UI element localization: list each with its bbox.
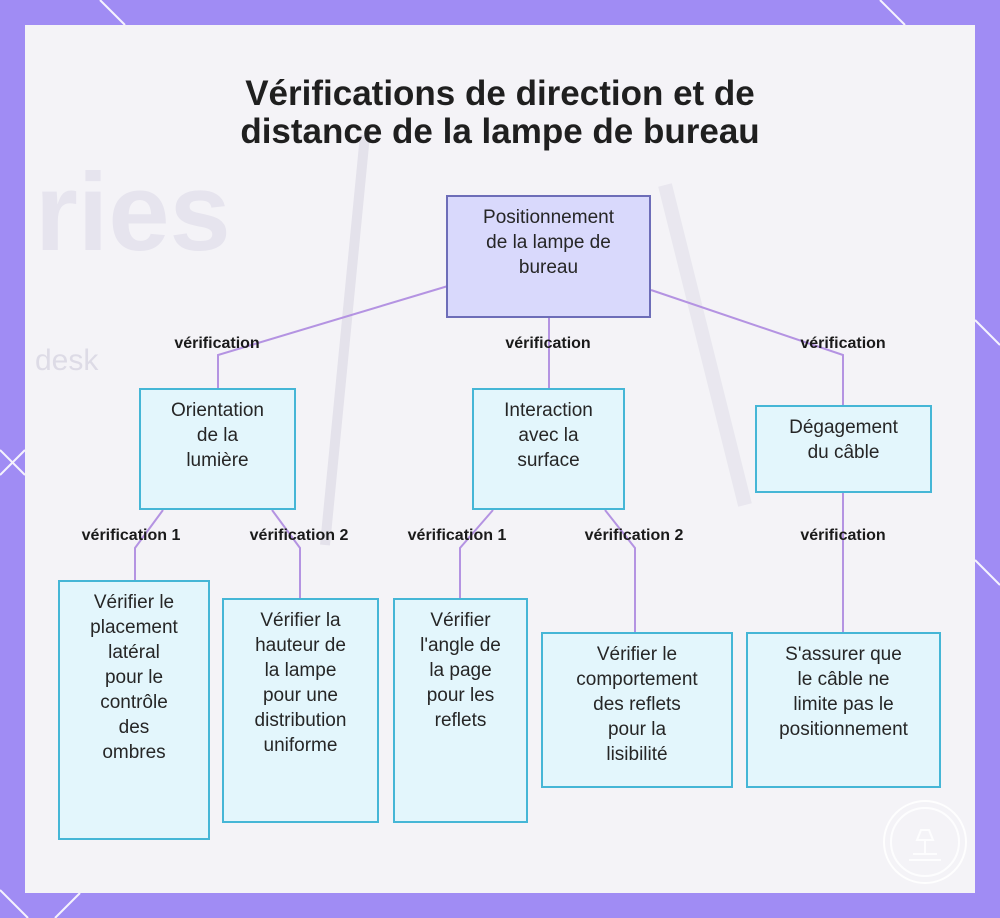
edge-orientation-hauteur (271, 509, 301, 598)
edge-label-interaction-reflets: vérification 2 (584, 527, 684, 544)
edge-label-root-orientation: vérification (174, 335, 260, 352)
leaf-reflets: Vérifier le comportement des reflets pou… (541, 632, 733, 788)
node-interaction: Interaction avec la surface (472, 388, 625, 510)
leaf-placement-label: Vérifier le placement latéral pour le co… (90, 592, 178, 763)
node-orientation-label: Orientation de la lumière (171, 400, 264, 471)
edge-label-root-degagement: vérification (800, 335, 886, 352)
edge-label-orientation-placement: vérification 1 (81, 527, 181, 544)
edge-root-degagement (650, 289, 844, 405)
root-node-label: Positionnement de la lampe de bureau (483, 207, 614, 278)
leaf-hauteur: Vérifier la hauteur de la lampe pour une… (222, 598, 379, 823)
node-degagement-label: Dégagement du câble (789, 417, 898, 463)
background-word-small: desk (35, 344, 99, 377)
edge-orientation-placement (134, 509, 164, 580)
lamp-logo-icon (883, 800, 967, 884)
leaf-angle: Vérifier l'angle de la page pour les ref… (393, 598, 528, 823)
edge-interaction-reflets (604, 509, 636, 632)
edge-label-degagement-cable: vérification (800, 527, 886, 544)
leaf-hauteur-label: Vérifier la hauteur de la lampe pour une… (254, 610, 347, 756)
leaf-placement: Vérifier le placement latéral pour le co… (58, 580, 210, 840)
background-photo-decoration: ries desk (35, 134, 752, 546)
edge-interaction-angle (459, 509, 494, 598)
edge-label-interaction-angle: vérification 1 (407, 527, 507, 544)
node-degagement: Dégagement du câble (755, 405, 932, 493)
leaf-cable-label: S'assurer que le câble ne limite pas le … (779, 644, 908, 740)
node-orientation: Orientation de la lumière (139, 388, 296, 510)
edge-label-root-interaction: vérification (505, 335, 591, 352)
node-interaction-label: Interaction avec la surface (504, 400, 593, 471)
background-word: ries (35, 151, 231, 274)
edge-root-orientation (217, 285, 449, 388)
leaf-reflets-label: Vérifier le comportement des reflets pou… (576, 644, 698, 765)
leaf-cable: S'assurer que le câble ne limite pas le … (746, 632, 941, 788)
root-node: Positionnement de la lampe de bureau (446, 195, 651, 318)
edge-label-orientation-hauteur: vérification 2 (249, 527, 349, 544)
leaf-angle-label: Vérifier l'angle de la page pour les ref… (420, 610, 501, 731)
page-title: Vérifications de direction et de distanc… (240, 74, 760, 151)
